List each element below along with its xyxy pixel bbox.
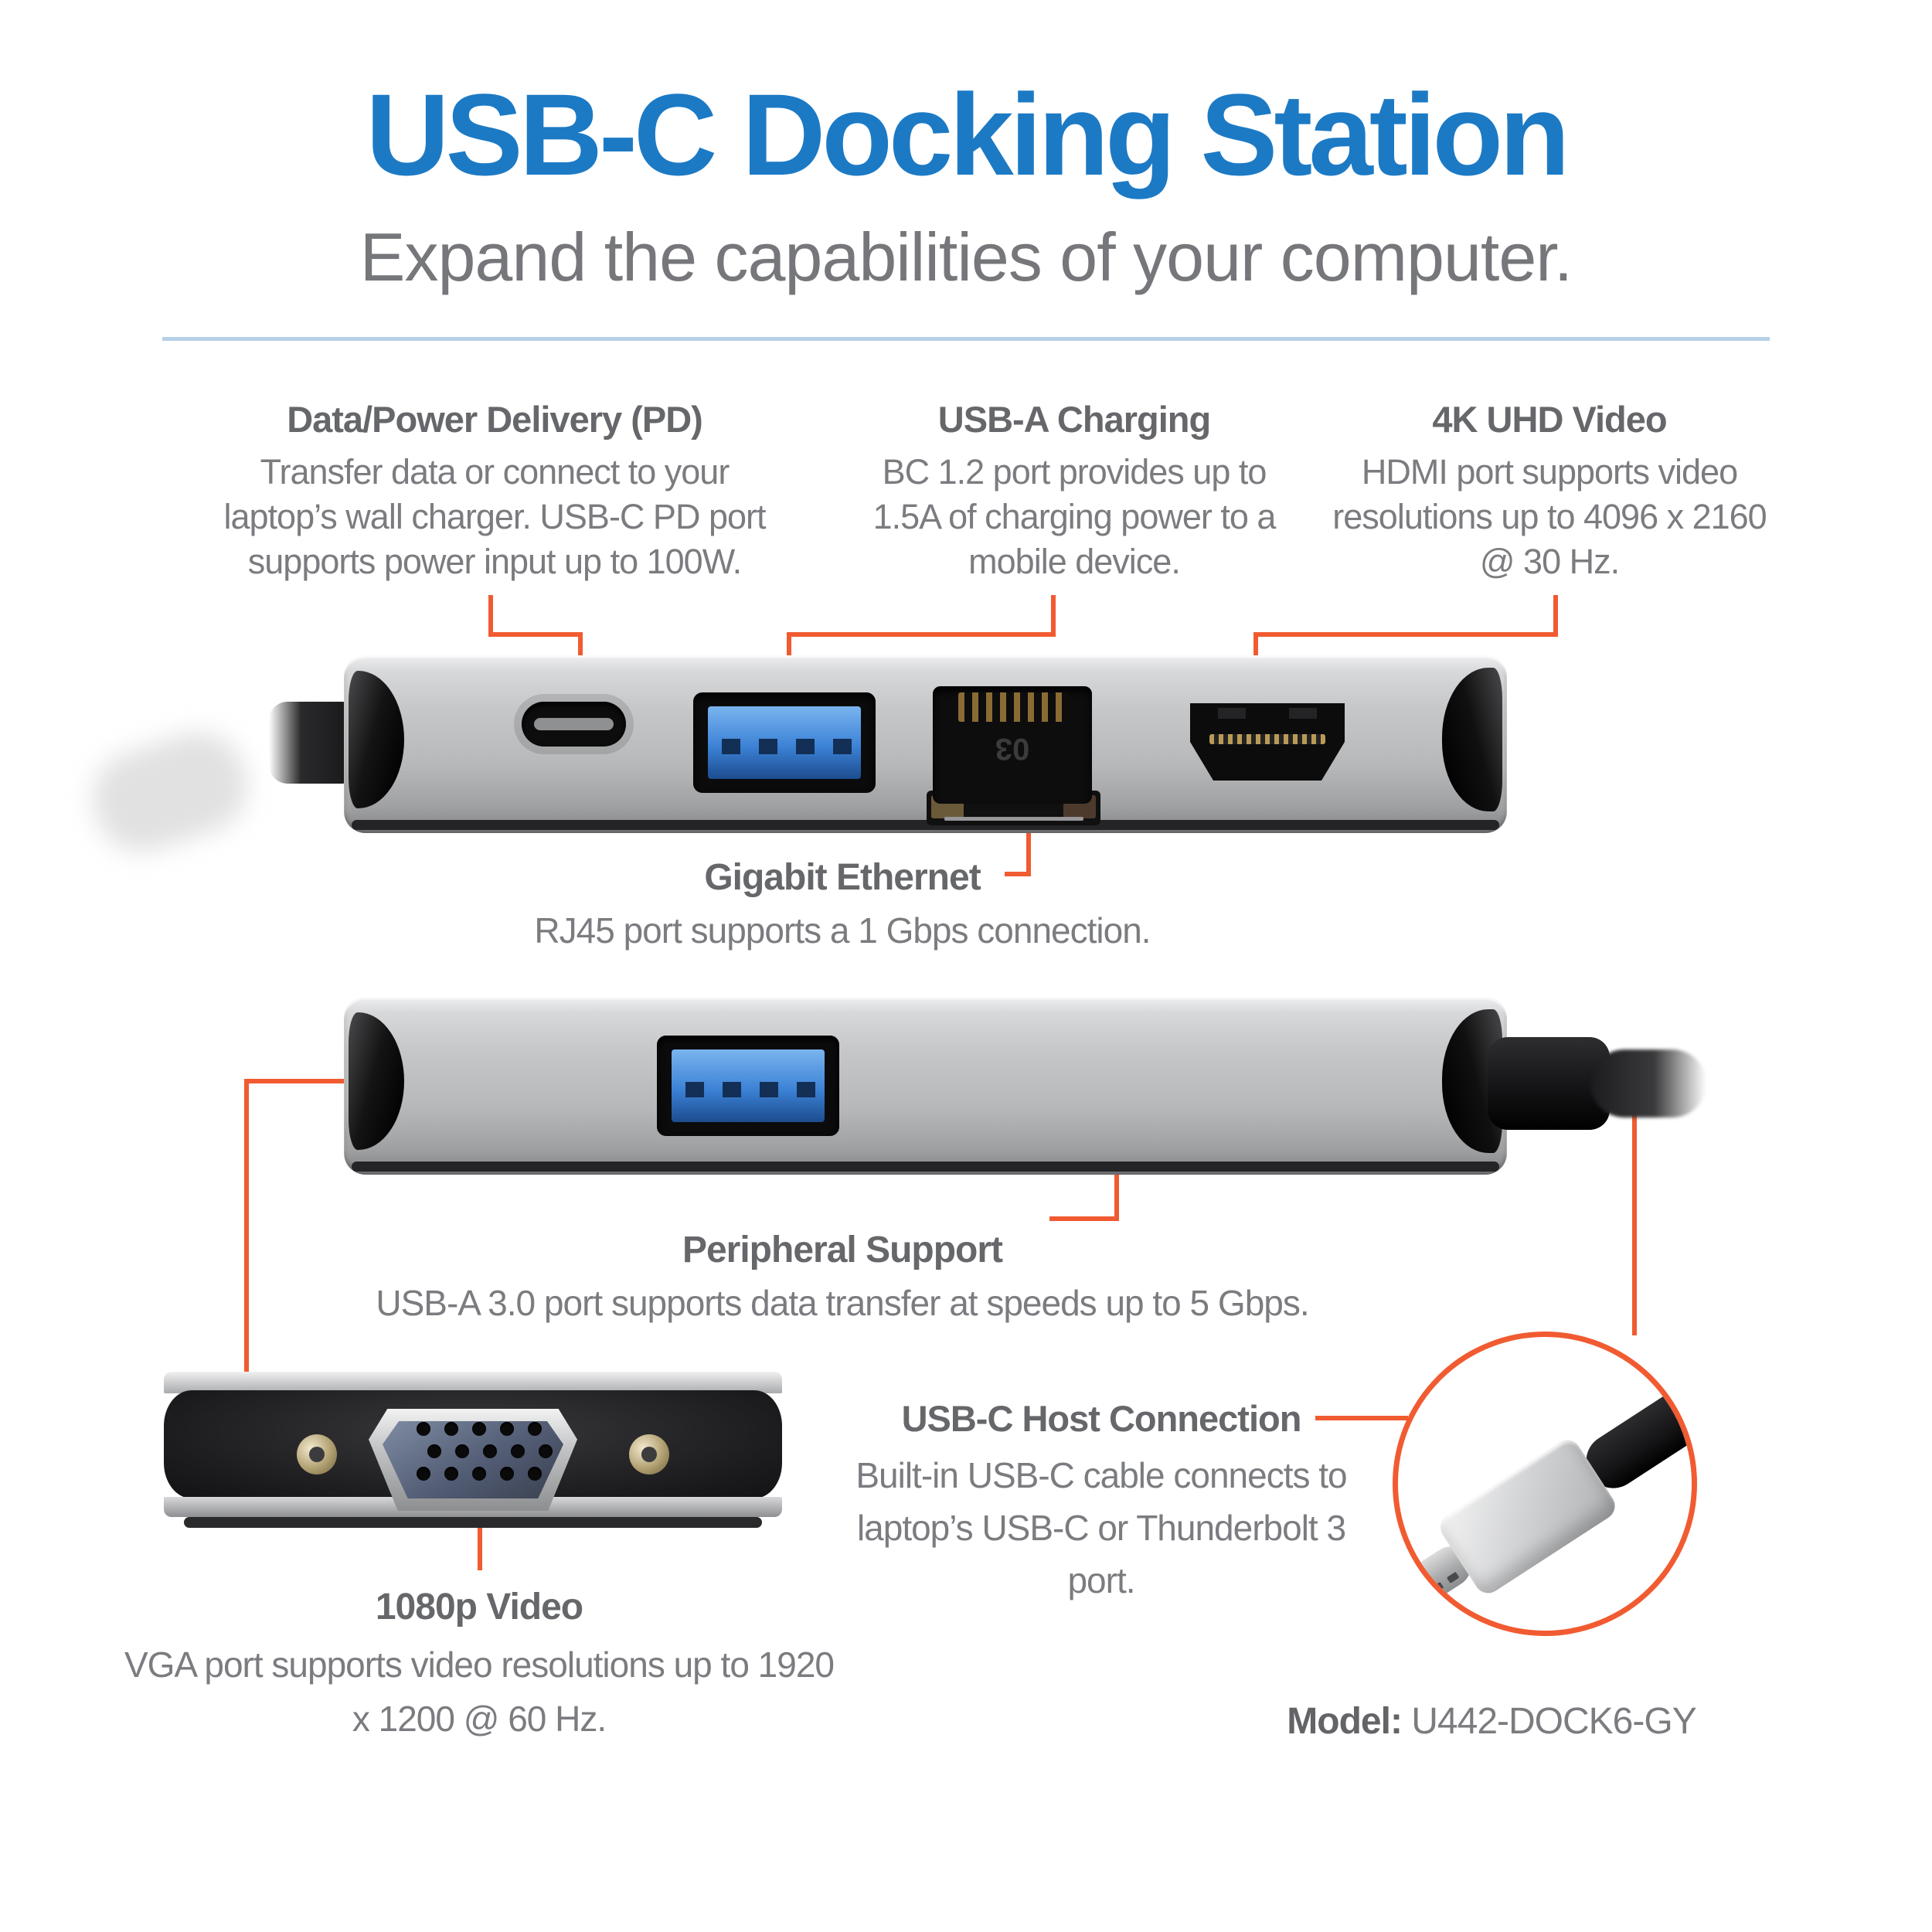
callout-usba-charging-body: BC 1.2 port provides up to 1.5A of charg… xyxy=(872,452,1277,581)
host-cable-right xyxy=(1590,1049,1706,1117)
rj45-ethernet-port: 03 xyxy=(933,686,1092,804)
usb-c-connector xyxy=(1398,1337,1692,1631)
callout-host-body: Built-in USB-C cable connects to laptop’… xyxy=(855,1455,1347,1600)
leader-peripheral-h2 xyxy=(1049,1216,1119,1221)
callout-peripheral: Peripheral Support USB-A 3.0 port suppor… xyxy=(263,1229,1422,1325)
callout-1080p-body: VGA port supports video resolutions up t… xyxy=(124,1645,835,1739)
leader-pd-v1 xyxy=(488,595,493,635)
callout-uhd-video: 4K UHD Video HDMI port supports video re… xyxy=(1325,398,1774,584)
page-subtitle: Expand the capabilities of your computer… xyxy=(359,219,1573,295)
callout-usba-charging: USB-A Charging BC 1.2 port provides up t… xyxy=(854,398,1294,584)
callout-host: USB-C Host Connection Built-in USB-C cab… xyxy=(850,1397,1352,1607)
leader-vga-v xyxy=(244,1079,249,1374)
leader-vga-h xyxy=(244,1079,377,1083)
dock2-bottom-edge xyxy=(352,1162,1499,1172)
dock-bottom-edge xyxy=(352,820,1499,830)
callout-ethernet-title: Gigabit Ethernet xyxy=(704,857,981,898)
usb-a-peripheral-tongue xyxy=(672,1049,825,1122)
page-title: USB-C Docking Station xyxy=(366,70,1570,199)
usb-a-charging-port xyxy=(693,692,876,793)
usb-a-charging-tongue xyxy=(708,706,861,779)
callout-ethernet: Gigabit Ethernet RJ45 port supports a 1 … xyxy=(263,856,1422,953)
header-divider xyxy=(162,337,1770,341)
callout-1080p: 1080p Video VGA port supports video reso… xyxy=(124,1586,835,1746)
usb-c-pd-port xyxy=(522,702,626,747)
dock-end-cap-left xyxy=(349,671,404,808)
usb-c-pd-port-tongue xyxy=(534,718,614,730)
callout-ethernet-body: RJ45 port supports a 1 Gbps connection. xyxy=(534,910,1151,951)
rj45-marking: 03 xyxy=(995,732,1030,766)
callout-pd-body: Transfer data or connect to your laptop’… xyxy=(223,452,767,581)
usb-c-connector-inset xyxy=(1393,1332,1697,1636)
model-value: U442-DOCK6-GY xyxy=(1411,1701,1696,1742)
hdmi-port xyxy=(1190,703,1345,781)
leader-host-dash xyxy=(1315,1416,1408,1420)
leader-usba-h xyxy=(787,632,1056,637)
callout-uhd-video-title: 4K UHD Video xyxy=(1432,399,1667,440)
model-label: Model: xyxy=(1287,1701,1403,1742)
usb-a-peripheral-port xyxy=(657,1036,839,1136)
leader-host-v xyxy=(1632,1079,1637,1335)
dock2-end-cap-left xyxy=(349,1012,404,1150)
blurred-cable xyxy=(80,720,260,864)
callout-pd-title: Data/Power Delivery (PD) xyxy=(287,399,703,440)
callout-1080p-title: 1080p Video xyxy=(375,1587,583,1628)
vga-bottom-edge xyxy=(184,1517,762,1528)
dock-end-cap-right xyxy=(1442,668,1502,811)
callout-usba-charging-title: USB-A Charging xyxy=(937,399,1211,440)
dock-front-view: 03 xyxy=(344,655,1507,833)
callout-host-title: USB-C Host Connection xyxy=(901,1398,1302,1439)
leader-hdmi-v1 xyxy=(1553,595,1558,635)
callout-pd: Data/Power Delivery (PD) Transfer data o… xyxy=(201,398,788,584)
callout-peripheral-title: Peripheral Support xyxy=(682,1230,1003,1270)
vga-top-band xyxy=(164,1372,782,1393)
leader-ethernet-h xyxy=(1005,872,1031,876)
hdmi-pins xyxy=(1209,734,1325,744)
vga-adapter-view xyxy=(164,1372,782,1537)
leader-pd-h xyxy=(488,632,583,637)
dock-rear-view xyxy=(344,997,1507,1175)
leader-hdmi-h xyxy=(1253,632,1558,637)
callout-peripheral-body: USB-A 3.0 port supports data transfer at… xyxy=(376,1283,1309,1323)
model-number: Model: U442-DOCK6-GY xyxy=(1159,1700,1824,1743)
callout-uhd-video-body: HDMI port supports video resolutions up … xyxy=(1332,452,1767,581)
host-cable-strain-relief xyxy=(1488,1037,1610,1130)
leader-usba-v1 xyxy=(1051,595,1056,635)
rj45-pins xyxy=(958,692,1066,722)
